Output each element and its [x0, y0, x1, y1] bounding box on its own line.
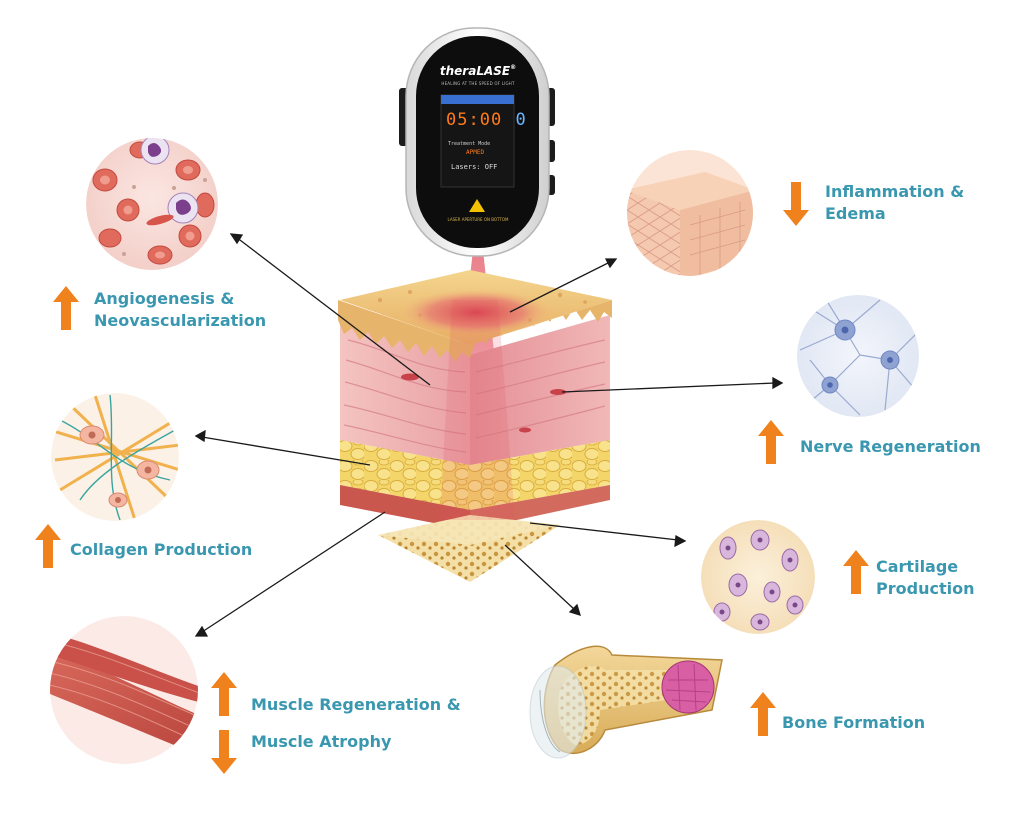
orange-down-arrow-icon: [211, 730, 237, 774]
effect-label-cartilage: Cartilage Production: [876, 556, 974, 600]
dermis-right-face: [470, 315, 610, 465]
device-trademark: ®: [510, 64, 517, 71]
device-timer: 05:00 0: [446, 110, 527, 130]
collagen-fibers-circle: [51, 393, 179, 521]
device-lasers-value: OFF: [484, 163, 498, 171]
epidermis-cells-circle: [627, 150, 753, 276]
muscle-fibers-circle: [50, 616, 198, 764]
device-brand-logo: theraLASE®: [438, 64, 518, 78]
epidermis-right: [470, 300, 612, 358]
effect-cartilage-line1: Cartilage: [876, 557, 959, 576]
orange-down-arrow-icon: [783, 182, 809, 226]
treated-area: [398, 286, 554, 334]
device-tagline: HEALING AT THE SPEED OF LIGHT: [441, 81, 515, 86]
connector-cartilage: [529, 522, 679, 541]
orange-up-arrow-icon: [35, 524, 61, 568]
orange-up-arrow-icon: [53, 286, 79, 330]
device-timer-value: 05:00: [446, 110, 503, 130]
epidermis-left: [338, 300, 470, 362]
connector-muscle: [201, 511, 386, 633]
effect-label-muscle-atrophy: Muscle Atrophy: [251, 732, 392, 751]
orange-up-arrow-icon: [758, 420, 784, 464]
device-brand: theraLASE: [439, 64, 511, 78]
chondrocytes-circle: [701, 520, 815, 634]
device-screen: [440, 94, 515, 188]
cartilage-cap: [378, 515, 560, 545]
bone-illustration: [529, 645, 723, 759]
blood-cells-circle: [86, 138, 218, 270]
effect-label-nerve: Nerve Regeneration: [800, 437, 981, 456]
tissue-cross-section: [338, 270, 612, 582]
orange-up-arrow-icon: [211, 672, 237, 716]
fat-layer-left: [340, 440, 470, 510]
effect-label-muscle-regeneration: Muscle Regeneration &: [251, 695, 461, 714]
connector-lines: [194, 233, 784, 637]
neurons-circle: [797, 295, 919, 417]
connector-inflammation: [509, 261, 611, 313]
effect-inflammation-line1: Inflammation &: [825, 182, 965, 201]
device-lasers-label: Lasers:: [451, 163, 481, 171]
effect-label-bone: Bone Formation: [782, 713, 926, 732]
orange-up-arrow-icon: [750, 692, 776, 736]
device-timer-digit: 0: [515, 110, 527, 130]
effect-label-collagen: Collagen Production: [70, 540, 253, 559]
effect-angiogenesis-line1: Angiogenesis &: [94, 289, 235, 308]
muscle-layer-left: [340, 485, 470, 530]
effect-label-angiogenesis: Angiogenesis & Neovascularization: [94, 288, 266, 332]
muscle-layer-right: [470, 485, 610, 530]
effect-cartilage-line2: Production: [876, 579, 975, 598]
connector-nerve: [561, 382, 776, 393]
fat-layer-right: [470, 440, 610, 510]
orange-up-arrow-icon: [843, 550, 869, 594]
connector-bone: [504, 544, 576, 611]
effect-label-inflammation: Inflammation & Edema: [825, 181, 964, 225]
connector-collagen: [201, 436, 371, 466]
effect-inflammation-line2: Edema: [825, 204, 886, 223]
theralase-device: [399, 27, 555, 257]
device-lasers-status: Lasers: OFF: [451, 163, 497, 171]
laser-warning-triangle-icon: [469, 199, 485, 212]
device-mode-label: Treatment Mode: [448, 141, 491, 147]
connector-angiogenesis: [235, 236, 431, 386]
device-mode-value: APMED: [466, 149, 485, 156]
device-aperture-label: LASER APERTURE ON BOTTOM: [447, 217, 509, 222]
effect-angiogenesis-line2: Neovascularization: [94, 311, 267, 330]
